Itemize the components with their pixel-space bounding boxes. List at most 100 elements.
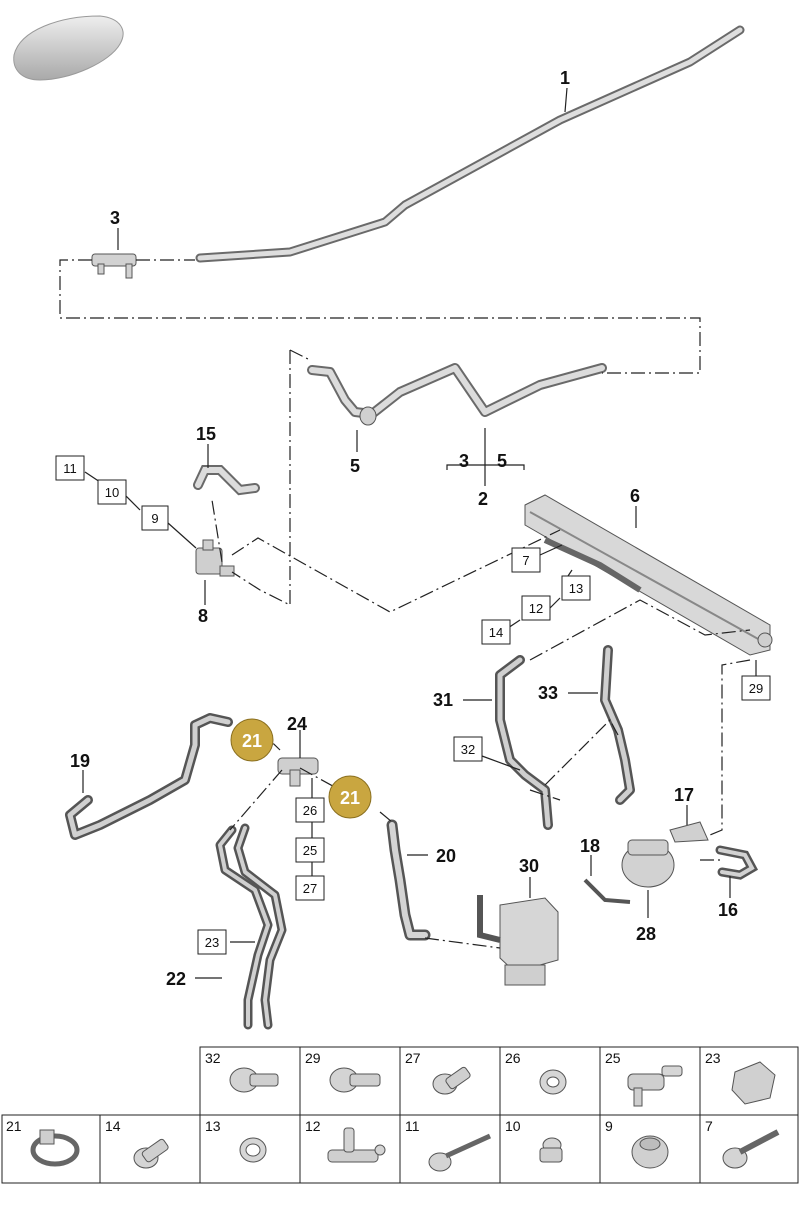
label-17: 17 [674, 785, 694, 805]
box-14: 14 [481, 619, 511, 645]
cell-label-10: 10 [505, 1118, 521, 1134]
badge-21-a: 21 [230, 718, 274, 762]
hose-15 [193, 465, 260, 496]
label-18: 18 [580, 836, 600, 856]
svg-text:25: 25 [303, 843, 317, 858]
label-15: 15 [196, 424, 216, 444]
svg-text:21: 21 [242, 731, 262, 751]
heat-exchanger-30 [477, 895, 559, 986]
box-25: 25 [295, 837, 325, 863]
cell-label-14: 14 [105, 1118, 121, 1134]
clamp-18 [583, 878, 631, 904]
nut-icon [731, 1061, 776, 1105]
pump-28 [621, 839, 675, 888]
label-33: 33 [538, 683, 558, 703]
sensor-icon [627, 1065, 683, 1107]
box-7: 7 [511, 547, 541, 573]
svg-text:10: 10 [105, 485, 119, 500]
hose-16 [715, 845, 759, 880]
cell-label-27: 27 [405, 1050, 421, 1066]
svg-text:11: 11 [63, 461, 77, 476]
label-19: 19 [70, 751, 90, 771]
bracket-17 [669, 821, 709, 843]
bolt-icon [432, 1066, 471, 1095]
label-1: 1 [560, 68, 570, 88]
fastener-table: 32 29 27 26 25 23 21 14 13 12 11 10 9 7 [1, 1046, 799, 1184]
hose-20 [386, 819, 431, 941]
part-labels: 1 3 5 3 5 2 6 15 8 31 33 24 19 17 20 18 … [70, 68, 738, 989]
label-5-assembly: 5 [497, 451, 507, 471]
bolt-icon [229, 1067, 279, 1093]
fitting-icon [327, 1127, 386, 1163]
boxed-labels: 11 10 9 7 13 12 14 29 32 26 25 27 23 [55, 455, 771, 955]
svg-text:32: 32 [461, 742, 475, 757]
svg-text:26: 26 [303, 803, 317, 818]
t-piece-24 [277, 757, 319, 787]
svg-text:23: 23 [205, 935, 219, 950]
label-3: 3 [110, 208, 120, 228]
connector-3 [91, 253, 137, 279]
label-2: 2 [478, 489, 488, 509]
hose-33 [600, 645, 635, 805]
svg-text:29: 29 [749, 681, 763, 696]
label-5: 5 [350, 456, 360, 476]
label-30: 30 [519, 856, 539, 876]
screw-icon [428, 1133, 492, 1172]
cell-label-25: 25 [605, 1050, 621, 1066]
bolt-icon [133, 1138, 169, 1169]
svg-text:21: 21 [340, 788, 360, 808]
washer-icon [539, 1069, 567, 1095]
valve-8 [195, 539, 235, 577]
clamp-5 [359, 406, 377, 426]
svg-text:13: 13 [569, 581, 583, 596]
label-16: 16 [718, 900, 738, 920]
box-11: 11 [55, 455, 85, 481]
grommet-icon [631, 1135, 669, 1169]
o-ring-icon [239, 1137, 267, 1163]
badge-21-b: 21 [328, 775, 372, 819]
stud-icon [539, 1137, 563, 1163]
svg-text:9: 9 [151, 511, 158, 526]
box-27: 27 [295, 875, 325, 901]
cell-label-13: 13 [205, 1118, 221, 1134]
cell-label-11: 11 [405, 1118, 420, 1134]
hose-1 [195, 25, 745, 263]
box-9: 9 [141, 505, 169, 531]
cell-label-32: 32 [205, 1050, 221, 1066]
box-10: 10 [97, 479, 127, 505]
cell-label-7: 7 [705, 1118, 713, 1134]
svg-text:14: 14 [489, 625, 503, 640]
svg-text:12: 12 [529, 601, 543, 616]
box-23: 23 [197, 929, 227, 955]
label-8: 8 [198, 606, 208, 626]
hose-clamp-icon [30, 1129, 80, 1167]
label-28: 28 [636, 924, 656, 944]
hose-19 [65, 713, 233, 840]
bolt-icon [722, 1129, 780, 1169]
label-31: 31 [433, 690, 453, 710]
cell-label-12: 12 [305, 1118, 321, 1134]
box-12: 12 [521, 595, 551, 621]
cell-label-23: 23 [705, 1050, 721, 1066]
box-13: 13 [561, 575, 591, 601]
hose-22 [215, 823, 287, 1030]
guide-lines [59, 259, 751, 949]
label-22: 22 [166, 969, 186, 989]
hose-31 [495, 655, 553, 830]
cell-label-26: 26 [505, 1050, 521, 1066]
coolant-rail-6 [524, 494, 773, 656]
label-24: 24 [287, 714, 307, 734]
box-26: 26 [295, 797, 325, 823]
box-32: 32 [453, 736, 483, 762]
hose-2-assembly [307, 363, 607, 419]
label-20: 20 [436, 846, 456, 866]
bolt-icon [329, 1067, 381, 1093]
label-6: 6 [630, 486, 640, 506]
svg-text:27: 27 [303, 881, 317, 896]
svg-text:7: 7 [522, 553, 529, 568]
label-3-assembly: 3 [459, 451, 469, 471]
cell-label-21: 21 [6, 1118, 22, 1134]
car-icon [13, 15, 124, 81]
box-29: 29 [741, 675, 771, 701]
